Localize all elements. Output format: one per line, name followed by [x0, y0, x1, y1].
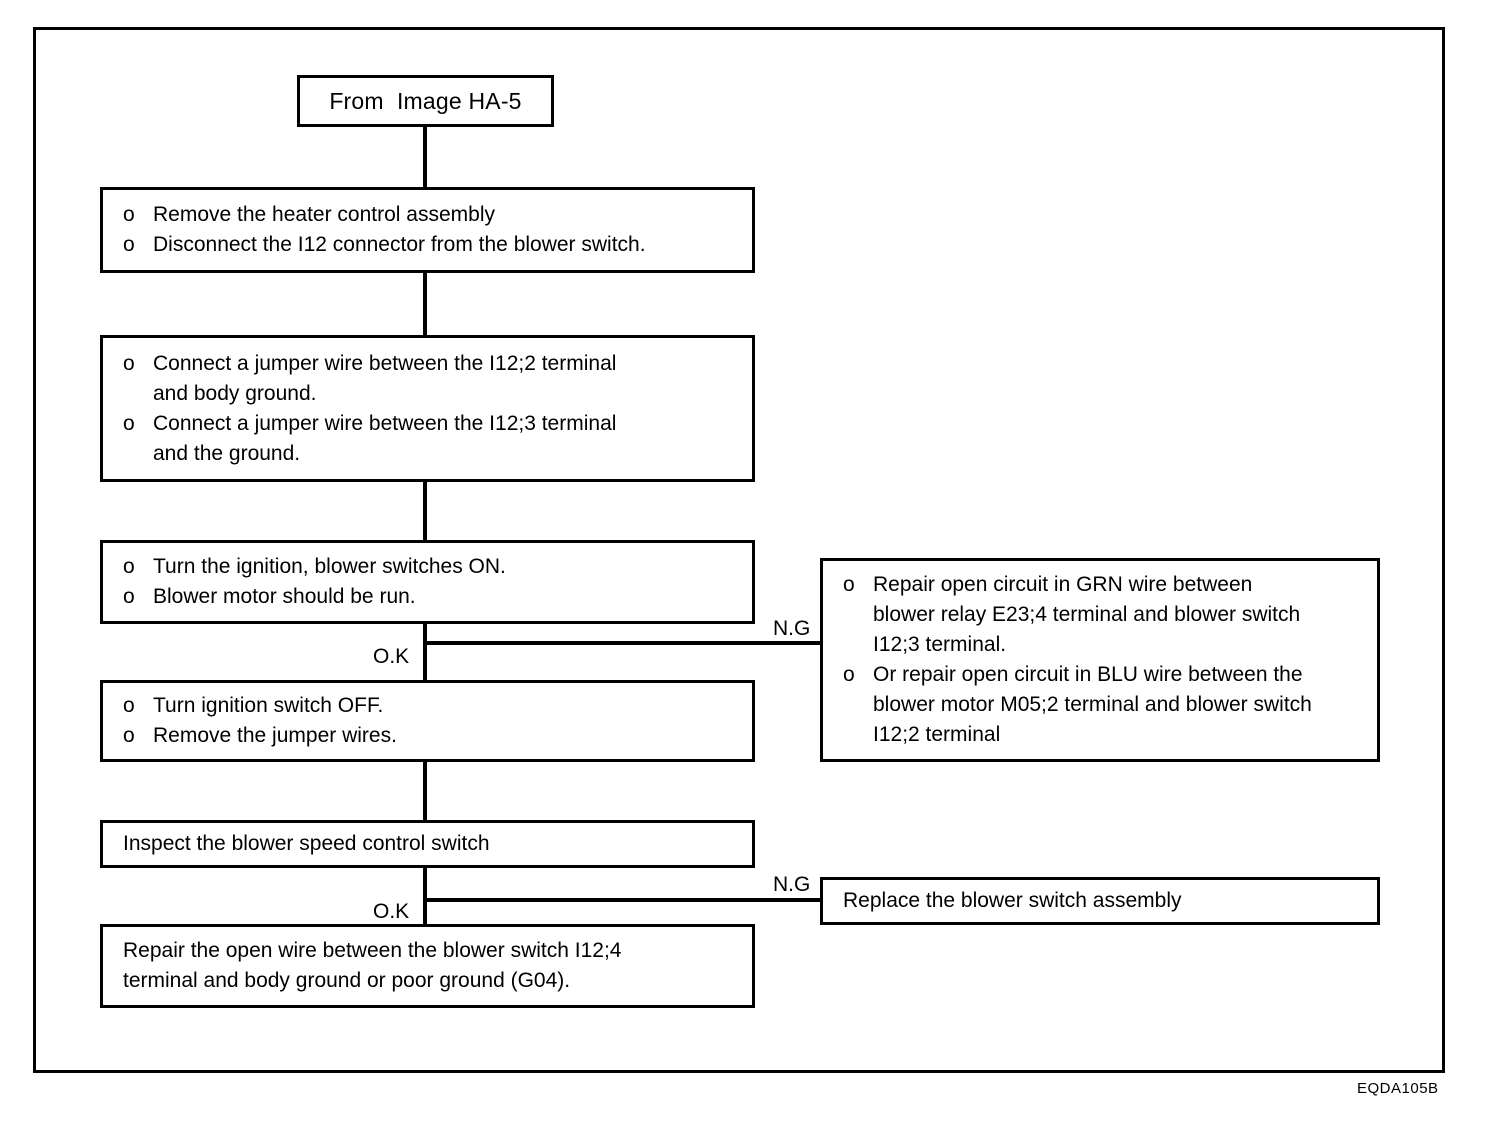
bullet-marker: o — [123, 555, 135, 578]
branch-label-ok-2: O.K — [370, 900, 413, 924]
step-text: Turn the ignition, blower switches ON. — [153, 555, 506, 578]
entry-box: From Image HA-5 — [297, 75, 554, 127]
entry-box-label: From Image HA-5 — [329, 88, 522, 114]
inspect-text: Inspect the blower speed control switch — [123, 832, 490, 855]
figure-border — [33, 27, 1445, 1073]
branch-label-ng-1: N.G — [770, 617, 814, 641]
step-text: Connect a jumper wire between the I12;3 … — [153, 411, 617, 465]
step-text: Blower motor should be run. — [153, 585, 416, 608]
step-bullet-line: o Turn the ignition, blower switches ON. — [103, 552, 752, 582]
step-remove-heater-control: o Remove the heater control assembly o D… — [100, 187, 755, 273]
step-text: Remove the heater control assembly — [153, 203, 495, 226]
repair-bullet-line: o Or repair open circuit in BLU wire bet… — [823, 660, 1377, 750]
connector-step1-to-step2 — [423, 273, 427, 335]
step-bullet-line: o Connect a jumper wire between the I12;… — [103, 349, 752, 409]
step-text: Turn ignition switch OFF. — [153, 694, 384, 717]
repair-open-circuit-box: o Repair open circuit in GRN wire betwee… — [820, 558, 1380, 762]
branch-ng-line-1 — [423, 641, 820, 645]
bullet-marker: o — [123, 233, 135, 256]
step-text: Remove the jumper wires. — [153, 724, 397, 747]
bullet-marker: o — [123, 724, 135, 747]
step-bullet-line: o Disconnect the I12 connector from the … — [103, 230, 752, 260]
bullet-marker: o — [123, 351, 135, 375]
step-turn-ignition-off: o Turn ignition switch OFF. o Remove the… — [100, 680, 755, 762]
branch-label-ok-1: O.K — [370, 645, 413, 669]
figure-code: EQDA105B — [1357, 1080, 1439, 1097]
bullet-marker: o — [123, 411, 135, 435]
connector-step2-to-step3 — [423, 482, 427, 540]
step-text: Disconnect the I12 connector from the bl… — [153, 233, 646, 256]
branch-label-ng-2: N.G — [770, 873, 814, 897]
step-bullet-line: o Blower motor should be run. — [103, 582, 752, 612]
replace-blower-switch-box: Replace the blower switch assembly — [820, 877, 1380, 925]
step-turn-ignition-on: o Turn the ignition, blower switches ON.… — [100, 540, 755, 624]
replace-text: Replace the blower switch assembly — [843, 889, 1182, 912]
step-text: Connect a jumper wire between the I12;2 … — [153, 351, 617, 405]
bullet-marker: o — [123, 203, 135, 226]
bullet-marker: o — [843, 573, 855, 596]
connector-step3-to-step4 — [423, 624, 427, 680]
final-text: Repair the open wire between the blower … — [123, 939, 622, 992]
connector-entry-to-step1 — [423, 127, 427, 187]
bullet-marker: o — [123, 694, 135, 717]
repair-text: Or repair open circuit in BLU wire betwe… — [873, 663, 1312, 746]
inspect-blower-speed-switch-box: Inspect the blower speed control switch — [100, 820, 755, 868]
bullet-marker: o — [123, 585, 135, 608]
repair-text: Repair open circuit in GRN wire between … — [873, 573, 1301, 656]
step-bullet-line: o Remove the jumper wires. — [103, 721, 752, 751]
step-bullet-line: o Remove the heater control assembly — [103, 200, 752, 230]
step-bullet-line: o Turn ignition switch OFF. — [103, 691, 752, 721]
step-bullet-line: o Connect a jumper wire between the I12;… — [103, 409, 752, 469]
connector-step4-to-inspect — [423, 762, 427, 820]
final-repair-box: Repair the open wire between the blower … — [100, 924, 755, 1008]
step-connect-jumper-wires: o Connect a jumper wire between the I12;… — [100, 335, 755, 482]
connector-inspect-to-final — [423, 868, 427, 924]
bullet-marker: o — [843, 663, 855, 686]
branch-ng-line-2 — [423, 898, 820, 902]
repair-bullet-line: o Repair open circuit in GRN wire betwee… — [823, 570, 1377, 660]
